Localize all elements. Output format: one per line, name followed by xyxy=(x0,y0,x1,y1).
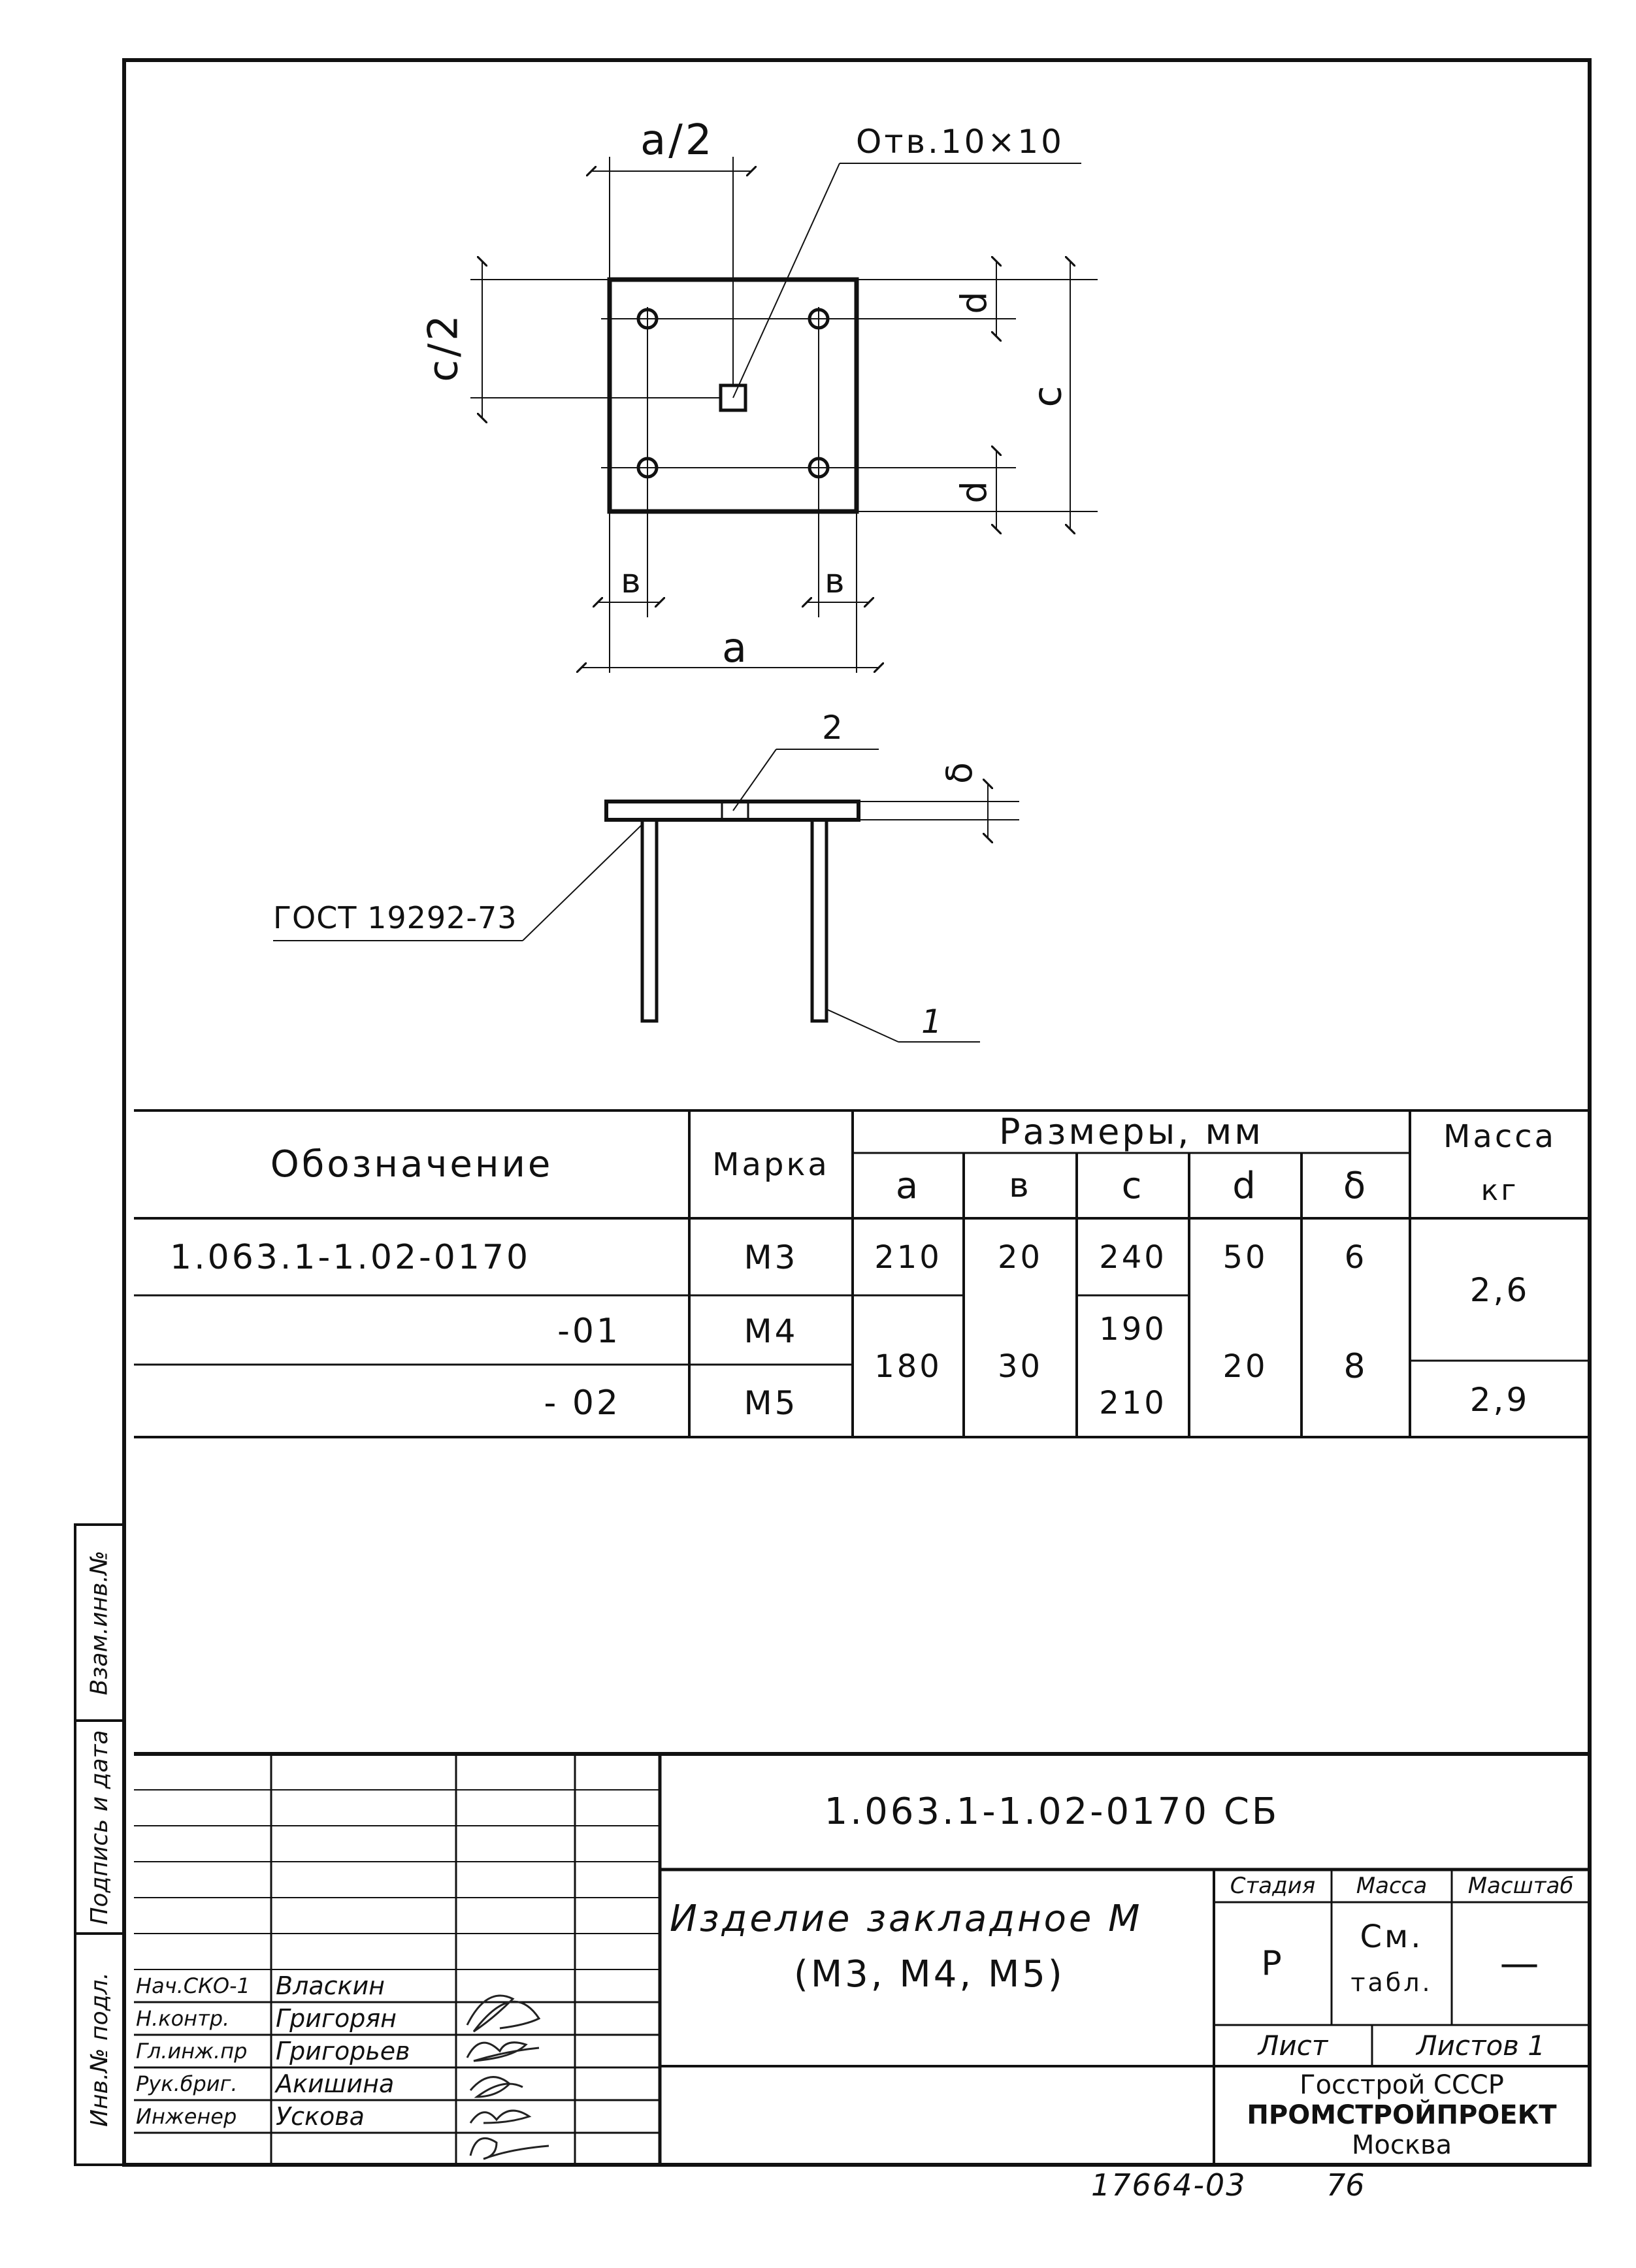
table-row-a: 210 xyxy=(874,1239,942,1276)
sheet-label: Лист xyxy=(1258,2030,1328,2062)
table-row-delta: 6 xyxy=(1344,1239,1367,1276)
thickness-symbol: δ xyxy=(939,759,981,785)
staff-name: Григорьев xyxy=(276,2037,410,2066)
col-d-header: d xyxy=(1232,1164,1258,1207)
mass-value-2: табл. xyxy=(1350,1968,1433,1997)
staff-role: Гл.инж.пр xyxy=(136,2039,248,2064)
dim-a-half-lines xyxy=(591,157,751,385)
side-view xyxy=(273,749,1019,1043)
dim-c-lines xyxy=(857,261,1098,529)
mass-value-1: См. xyxy=(1360,1919,1424,1955)
table-row-delta: 8 xyxy=(1343,1346,1368,1386)
dim-c-half-label: c/2 xyxy=(419,312,467,382)
dim-c-half-lines xyxy=(470,261,721,418)
staff-name: Акишина xyxy=(276,2069,395,2098)
staff-name: Ускова xyxy=(276,2102,365,2131)
staff-role: Рук.бриг. xyxy=(136,2071,238,2096)
org-line-3: Москва xyxy=(1351,2130,1452,2160)
plate-plan-view xyxy=(601,277,1016,617)
hole-note-leader xyxy=(732,163,1081,398)
dim-c-label: c xyxy=(1024,383,1071,408)
title-line-1: Изделие закладное М xyxy=(670,1898,1143,1940)
side-stamp-inv-orig: Инв.№ подл. xyxy=(86,1972,113,2127)
table-row-mark: М3 xyxy=(744,1239,798,1276)
side-stamp-sign-date: Подпись и дата xyxy=(86,1730,113,1925)
col-delta-header: δ xyxy=(1343,1164,1369,1207)
stage-value: Р xyxy=(1261,1944,1284,1983)
org-line-1: Госстрой СССР xyxy=(1300,2070,1504,2100)
col-dimensions-header: Размеры, мм xyxy=(998,1111,1264,1152)
table-row-d: 50 xyxy=(1222,1239,1268,1276)
table-row-c: 210 xyxy=(1099,1384,1167,1421)
page-number: 76 xyxy=(1326,2167,1365,2203)
archive-number: 17664-03 xyxy=(1091,2167,1247,2203)
staff-role: Н.контр. xyxy=(136,2006,230,2031)
dim-b-left-label: в xyxy=(621,562,644,601)
dim-d-top-label: d xyxy=(953,289,995,314)
sheet-frame xyxy=(122,58,1592,2167)
table-row-b: 30 xyxy=(997,1348,1043,1385)
title-line-2: (М3, М4, М5) xyxy=(794,1953,1065,1996)
table-row-designation: - 02 xyxy=(544,1383,621,1423)
dim-a-half-label: a/2 xyxy=(640,116,715,165)
table-row-mark: М4 xyxy=(744,1312,798,1350)
table-row-d: 20 xyxy=(1222,1348,1268,1385)
staff-role: Инженер xyxy=(136,2104,237,2129)
col-mark-header: Марка xyxy=(712,1146,830,1183)
title-block-lines xyxy=(134,1752,1590,2165)
leader-1-label: 1 xyxy=(921,1003,945,1041)
dim-d-bottom-label: d xyxy=(953,478,995,504)
mass-top-value: 2,6 xyxy=(1469,1271,1530,1309)
table-row-b: 20 xyxy=(997,1239,1043,1276)
scale-label: Масштаб xyxy=(1467,1873,1574,1899)
dim-b-right-label: в xyxy=(825,562,847,601)
table-row-mark: М5 xyxy=(744,1384,798,1422)
table-row-designation: -01 xyxy=(557,1311,621,1351)
doc-code: 1.063.1-1.02-0170 СБ xyxy=(824,1790,1280,1833)
spec-table-lines xyxy=(134,1109,1590,1438)
scale-value: — xyxy=(1499,1941,1542,1986)
signatures xyxy=(466,1994,549,2160)
table-row-a: 180 xyxy=(874,1348,942,1385)
table-row-c: 190 xyxy=(1099,1311,1167,1348)
col-b-header: в xyxy=(1009,1166,1032,1205)
hole-note: Отв.10×10 xyxy=(856,123,1064,161)
leader-2-label: 2 xyxy=(822,709,845,747)
sheets-label: Листов 1 xyxy=(1416,2030,1545,2062)
col-a-header: a xyxy=(895,1164,921,1207)
staff-name: Власкин xyxy=(276,1971,385,2000)
table-row-designation: 1.063.1-1.02-0170 xyxy=(170,1238,531,1277)
side-stamp-inv-repl: Взам.инв.№ xyxy=(86,1550,113,1696)
org-line-2: ПРОМСТРОЙПРОЕКТ xyxy=(1247,2100,1557,2130)
staff-role: Нач.СКО-1 xyxy=(136,1973,250,1998)
col-designation-header: Обозначение xyxy=(270,1143,553,1186)
dim-b-lines xyxy=(598,511,869,673)
side-stamp-lines xyxy=(74,1523,125,2166)
staff-name: Григорян xyxy=(276,2004,397,2033)
gost-note: ГОСТ 19292-73 xyxy=(273,900,517,935)
col-c-header: c xyxy=(1121,1164,1145,1207)
mass-label: Масса xyxy=(1356,1873,1428,1899)
col-mass-header: Масса xyxy=(1443,1118,1557,1155)
table-row-c: 240 xyxy=(1099,1239,1167,1276)
col-mass-unit: кг xyxy=(1481,1174,1519,1207)
dim-a-label: a xyxy=(722,624,749,672)
mass-bottom-value: 2,9 xyxy=(1469,1380,1530,1419)
stage-label: Стадия xyxy=(1230,1873,1316,1899)
